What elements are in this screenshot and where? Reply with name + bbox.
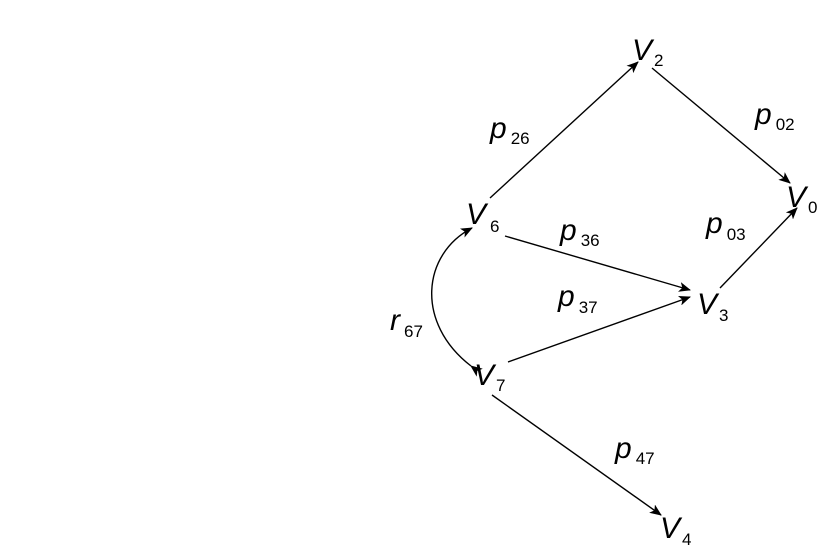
edge-v7-v4 [491, 394, 662, 516]
edge-v3-v0 [719, 207, 798, 289]
edge-v6-v7-correlation [431, 227, 483, 377]
edge-v6-v2 [489, 61, 639, 199]
edge-v7-v3 [507, 295, 691, 363]
edge-v6-v3 [504, 235, 691, 292]
edge-v2-v0 [651, 67, 791, 184]
